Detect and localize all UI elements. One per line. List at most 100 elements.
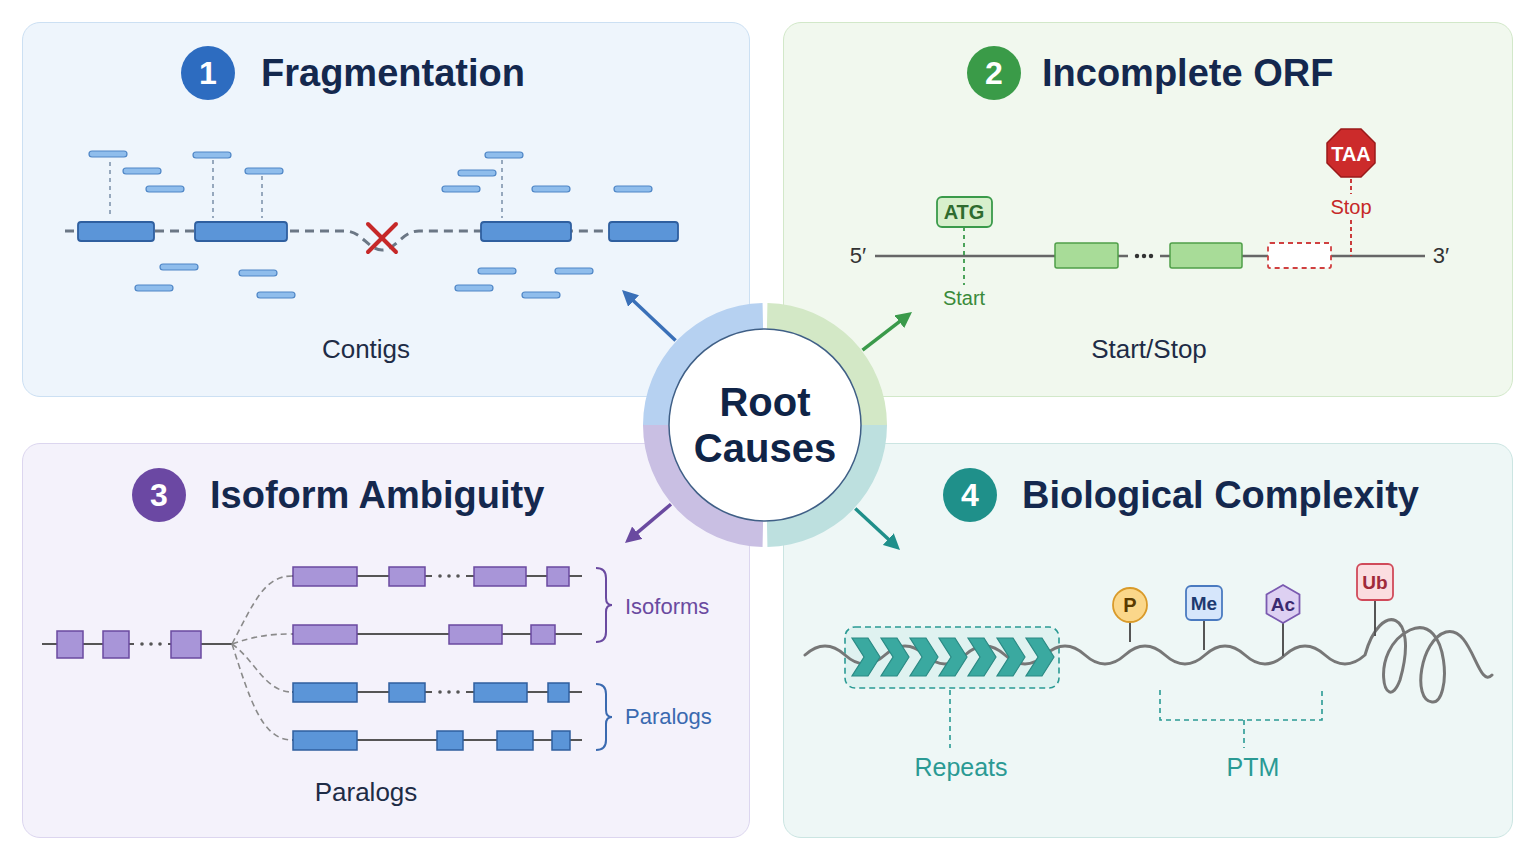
- stop-leader: [1350, 179, 1352, 194]
- exon-block: [57, 631, 83, 658]
- stop-leader: [1350, 220, 1352, 256]
- read-bar: [478, 268, 516, 274]
- dot: [456, 690, 460, 694]
- paralog-exons: [293, 683, 570, 750]
- gene-line: [42, 643, 232, 645]
- dot: [456, 574, 460, 578]
- number-badge: 4: [943, 468, 997, 522]
- chevron: [910, 638, 938, 676]
- read-bar: [522, 292, 560, 298]
- cause-arrow: [855, 509, 894, 545]
- hub-circle: Root Causes: [640, 300, 890, 550]
- exon-block: [449, 625, 502, 644]
- isoform-bracket: [596, 568, 612, 642]
- exon-block: [548, 683, 569, 702]
- cross-stroke: [368, 224, 396, 252]
- cause-arrow: [631, 504, 671, 538]
- number-badge: 2: [967, 46, 1021, 100]
- transcript-line: [292, 739, 582, 741]
- panel-title: Biological Complexity: [1022, 476, 1419, 514]
- branch-line: [232, 644, 292, 692]
- read-bar: [257, 292, 295, 298]
- ptm-stem: [1374, 600, 1376, 636]
- exon-block: [389, 567, 425, 586]
- transcript-line: [292, 691, 582, 693]
- callout-number: 4: [961, 479, 979, 511]
- dot: [438, 574, 442, 578]
- chevron: [852, 638, 880, 676]
- start-leader: [963, 227, 965, 285]
- read-bar: [146, 186, 184, 192]
- dot: [1142, 254, 1146, 258]
- chevron: [939, 638, 967, 676]
- leader-line: [501, 160, 503, 218]
- exon-block: [1170, 243, 1242, 268]
- chevron: [968, 638, 996, 676]
- read-bar: [135, 285, 173, 291]
- branch-line: [232, 576, 292, 644]
- read-bar: [455, 285, 493, 291]
- stop-sign: [1327, 129, 1375, 177]
- repeat-leader: [949, 690, 951, 748]
- exon-block: [547, 567, 569, 586]
- start-codon-box: [937, 197, 992, 227]
- exon-block: [474, 567, 526, 586]
- panel-title: Fragmentation: [261, 54, 525, 92]
- exon-block: [389, 683, 425, 702]
- panel-title: Incomplete ORF: [1042, 54, 1333, 92]
- ptm-bracket: [1160, 690, 1322, 748]
- exon-block: [171, 631, 201, 658]
- hub-ring-group: [643, 303, 887, 547]
- exon-block: [1055, 243, 1118, 268]
- contig-block: [609, 222, 678, 241]
- isoform-illustration: [42, 567, 612, 750]
- sequencing-reads: [89, 151, 652, 298]
- branch-lines: [232, 576, 292, 740]
- panel-caption: Start/Stop: [1091, 336, 1207, 362]
- paralog-bracket: [596, 684, 612, 750]
- exon-block: [497, 731, 533, 750]
- exon-block: [437, 731, 463, 750]
- repeat-region: [845, 627, 1059, 688]
- ellipsis-dots: [140, 642, 162, 646]
- transcript-line: [292, 575, 582, 577]
- ubiquitin-marker: [1357, 564, 1393, 600]
- panel-caption: Contigs: [322, 336, 410, 362]
- read-bar: [485, 152, 523, 158]
- read-bar: [614, 186, 652, 192]
- read-bar: [89, 151, 127, 157]
- read-bar: [239, 270, 277, 276]
- ptm-stems: [1130, 600, 1375, 656]
- dot: [447, 690, 451, 694]
- dot: [438, 690, 442, 694]
- ptm-stem: [1282, 623, 1284, 656]
- callout-number: 2: [985, 57, 1003, 89]
- chevron: [997, 638, 1025, 676]
- exon-block: [474, 683, 527, 702]
- gene-exons: [57, 631, 201, 658]
- hub-ring: [640, 300, 890, 550]
- exon-block: [552, 731, 570, 750]
- contig-blocks: [78, 222, 678, 241]
- branch-line: [232, 634, 292, 644]
- ptm-stem: [1129, 622, 1131, 642]
- transcript-line: [875, 255, 1425, 258]
- exon-block: [531, 625, 555, 644]
- phospho-marker: [1113, 588, 1147, 622]
- exon-block: [103, 631, 129, 658]
- scaffold-line: [65, 231, 680, 250]
- cross-stroke: [368, 224, 396, 252]
- panel-title: Isoform Ambiguity: [210, 476, 544, 514]
- isoform-exons: [293, 567, 569, 644]
- callout-number: 3: [150, 479, 168, 511]
- read-bar: [555, 268, 593, 274]
- cause-arrow: [628, 295, 676, 340]
- contig-block: [78, 222, 154, 241]
- exon-block: [293, 567, 357, 586]
- ptm-stem: [1203, 620, 1205, 650]
- ellipsis-dots: [1135, 254, 1153, 258]
- protein-illustration: [805, 564, 1492, 748]
- transcript-line: [292, 633, 582, 635]
- assembly-illustration: [65, 151, 680, 298]
